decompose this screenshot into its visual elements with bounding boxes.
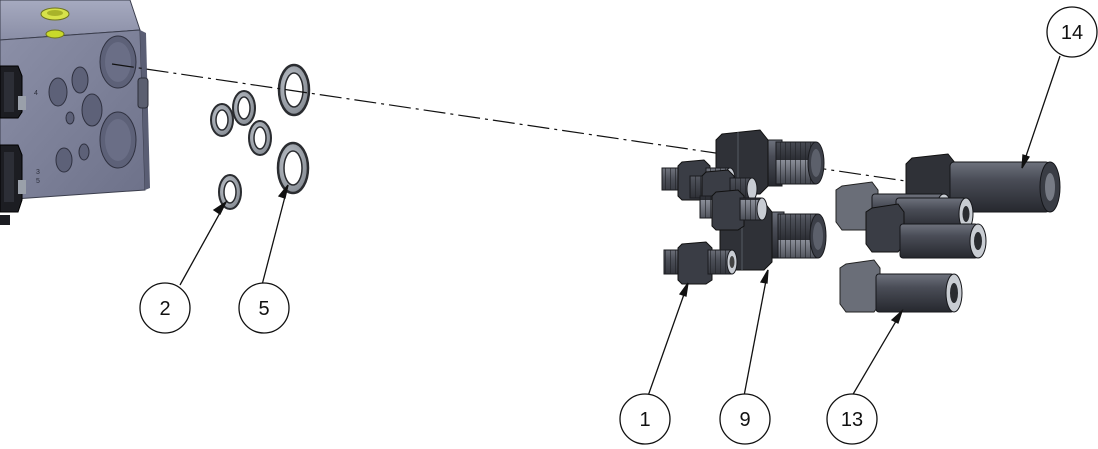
callout-label-14: 14 [1061,22,1083,44]
solenoid-connectors [0,65,26,225]
washer [248,120,272,156]
fitting-cluster [661,129,827,285]
small-fitting [663,241,738,285]
callout-label-2: 2 [159,298,170,320]
callout-label-9: 9 [739,409,750,431]
block-mark-b: 3 [36,169,40,176]
washer [210,103,234,137]
callout-label-1: 1 [639,409,650,431]
callout-2: 2 [139,282,191,334]
washer [218,174,242,210]
tube-fitting [895,197,974,231]
washer-group [210,63,311,210]
tube-fitting-13 [839,259,963,313]
leader-lines [179,55,1061,397]
callout-1: 1 [619,393,671,445]
washer-large [276,141,310,195]
axis-centerline [111,63,1049,203]
callout-13: 13 [826,393,878,445]
block-ports [48,35,137,173]
callout-5: 5 [238,282,290,334]
callout-14: 14 [1046,6,1098,58]
callout-9: 9 [719,393,771,445]
tube-fitting [865,203,987,259]
tube-fitting-large [905,153,1061,213]
block-mark-c: 5 [36,178,40,185]
small-fitting [699,189,768,231]
tube-fittings [835,153,1061,313]
block-mark-a: 4 [34,90,38,97]
valve-block: 4 3 5 [0,0,150,225]
washer [232,90,256,126]
callout-label-5: 5 [258,298,269,320]
callout-label-13: 13 [841,409,863,431]
washer-large [277,63,311,117]
